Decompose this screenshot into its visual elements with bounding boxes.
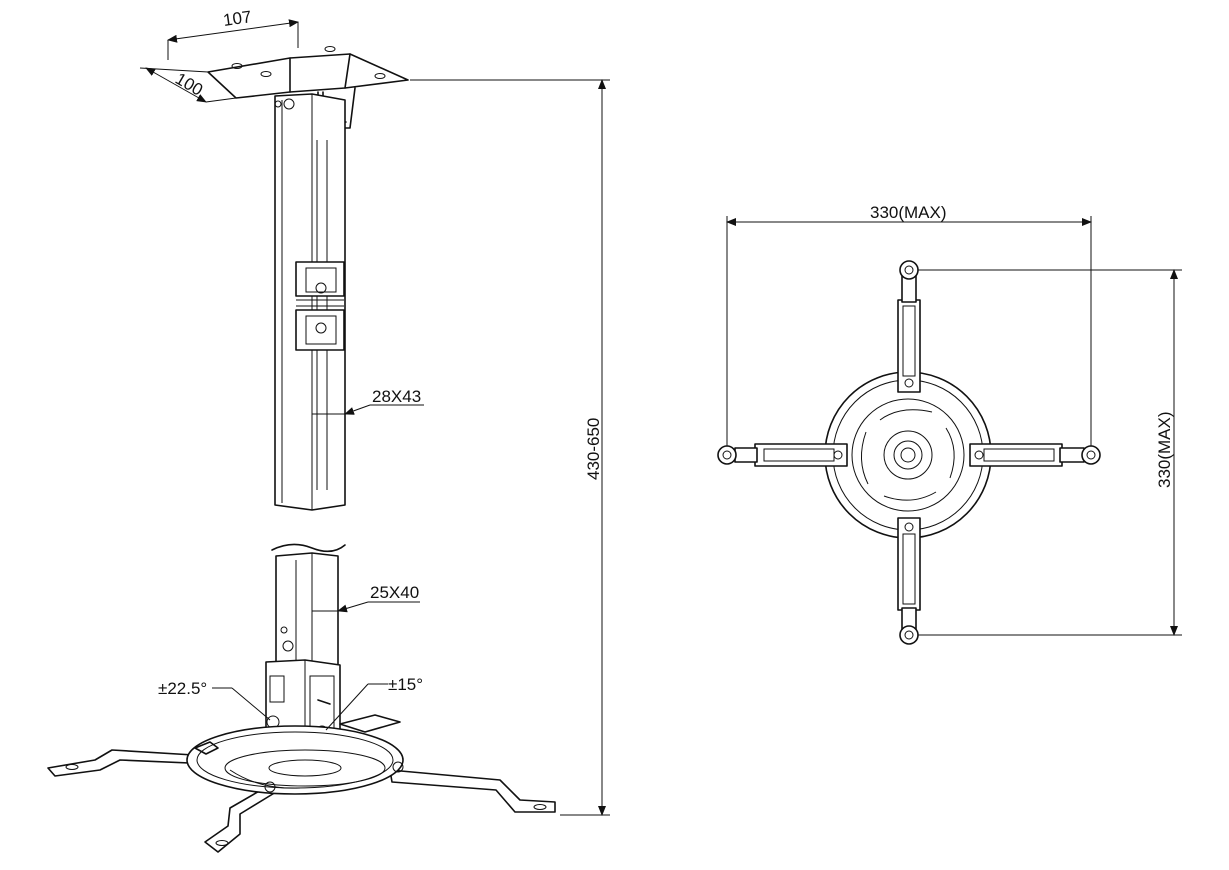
dim-top-width — [167, 19, 299, 60]
lower-tube — [275, 552, 339, 666]
dim-plan-width — [726, 216, 1092, 446]
upper-tube — [274, 93, 346, 511]
height-clamp — [295, 261, 345, 351]
dim-top-width-label: 107 — [222, 7, 253, 30]
plan-view: 330(MAX) 330(MAX) — [717, 203, 1182, 645]
plan-arm-left — [717, 443, 848, 467]
dim-lower-tube-label: 25X40 — [370, 583, 419, 602]
plan-arm-top — [897, 260, 921, 393]
dim-plan-height-label: 330(MAX) — [1155, 411, 1174, 488]
base-plate — [47, 714, 556, 853]
swivel-label: ±15° — [388, 675, 423, 694]
plan-arm-bottom — [897, 517, 921, 645]
dim-height-label: 430-650 — [584, 418, 603, 480]
dim-upper-tube — [312, 404, 424, 415]
dim-height — [410, 79, 610, 816]
dim-top-depth — [139, 67, 237, 103]
dim-plan-width-label: 330(MAX) — [870, 203, 947, 222]
side-view: 107 100 28X43 25X40 430-650 — [47, 7, 610, 853]
dim-upper-tube-label: 28X43 — [372, 387, 421, 406]
dim-plan-height — [918, 269, 1182, 636]
dim-top-depth-label: 100 — [172, 69, 206, 100]
tilt-label: ±22.5° — [158, 679, 207, 698]
dim-lower-tube — [312, 601, 420, 613]
plan-arm-right — [969, 443, 1101, 467]
tilt-callout — [212, 687, 271, 721]
swivel-callout — [325, 683, 388, 731]
